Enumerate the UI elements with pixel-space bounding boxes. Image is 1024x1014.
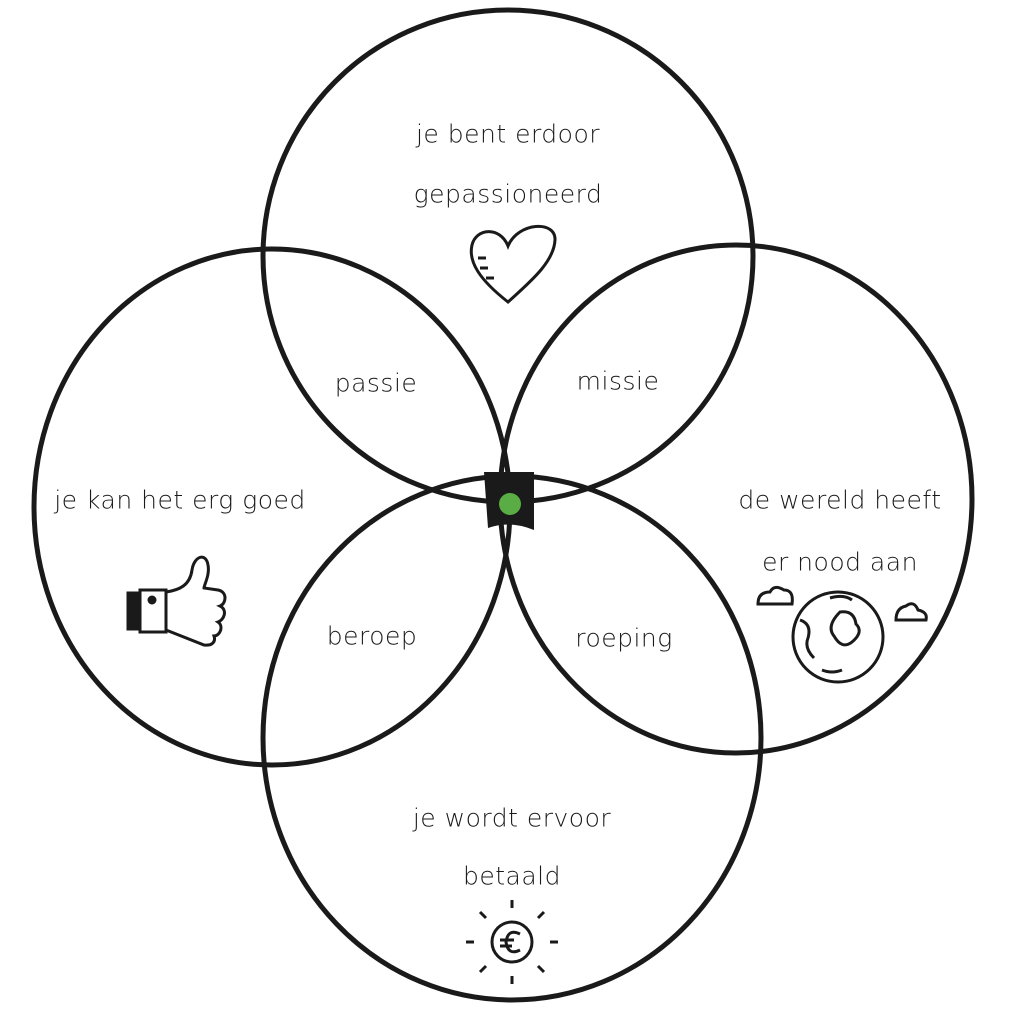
overlap-missie: missie [576,366,660,396]
right-circle-line1: de wereld heeft [738,485,942,515]
overlap-roeping: roeping [575,623,673,653]
top-circle-line2: gepassioneerd [413,179,603,209]
overlap-beroep: beroep [326,621,418,651]
globe-icon [756,585,928,684]
cloud-icon [756,585,794,606]
thumbs-up-icon [126,555,227,647]
overlap-passie: passie [334,368,418,398]
right-circle-line2: er nood aan [762,547,918,577]
left-circle-label: je kan het erg goed [54,485,306,515]
euro-coin-icon [466,900,558,984]
heart-icon [469,225,557,304]
bottom-circle-line1: je wordt ervoor [412,803,612,833]
cloud-icon [894,602,928,622]
bottom-circle-line2: betaald [462,861,562,891]
center-eye-icon [484,472,534,530]
top-circle-line1: je bent erdoor [415,119,601,149]
